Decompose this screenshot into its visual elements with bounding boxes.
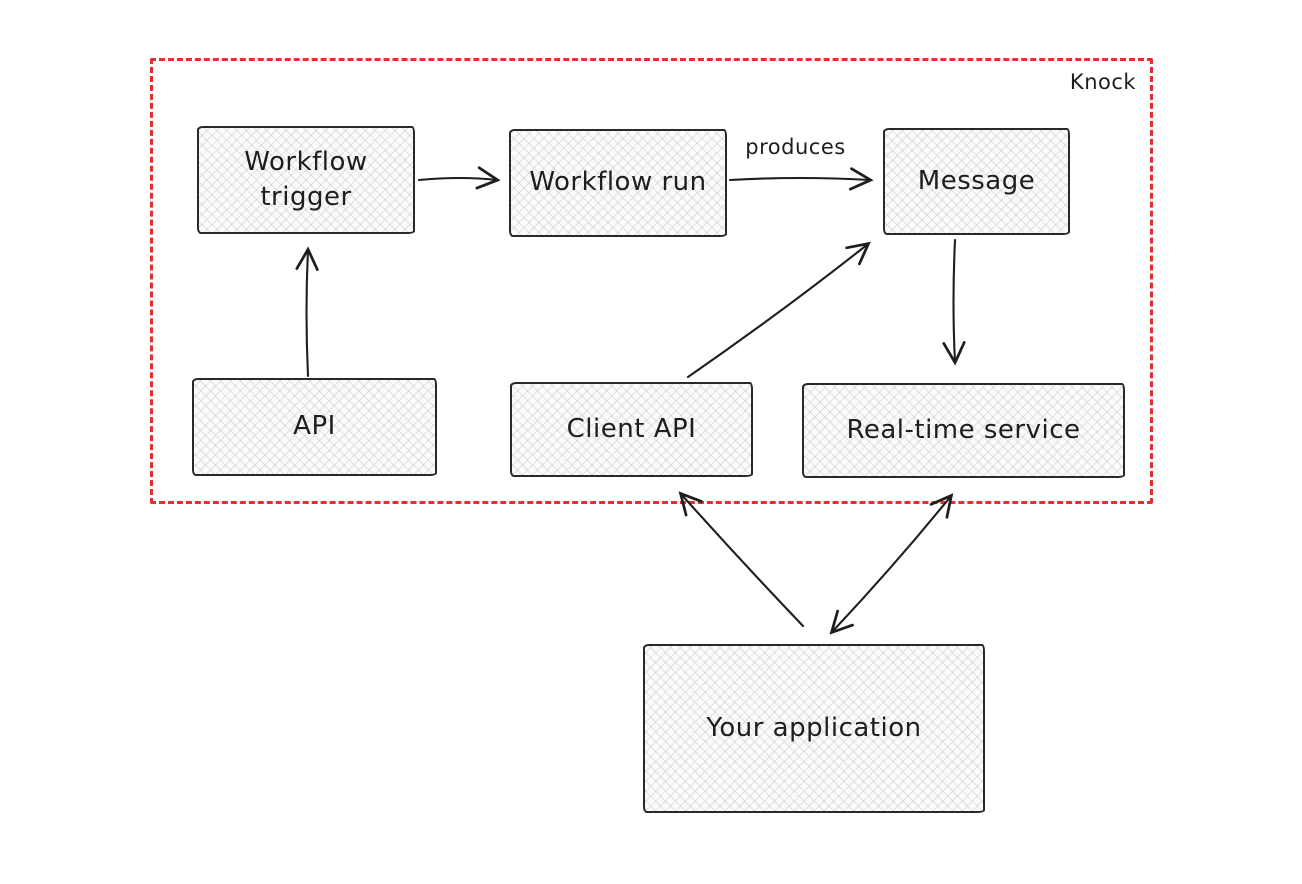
arrow-your-application-real-time-service-bidirectional xyxy=(829,493,954,635)
node-workflow-run: Workflow run xyxy=(509,129,727,237)
node-real-time-service: Real-time service xyxy=(802,383,1125,478)
node-api-label: API xyxy=(293,411,336,442)
node-workflow-run-label: Workflow run xyxy=(529,167,707,198)
node-workflow-trigger-label: Workflow trigger xyxy=(244,146,368,212)
node-client-api-label: Client API xyxy=(566,413,697,444)
node-your-application-label: Your application xyxy=(706,712,922,743)
node-workflow-trigger: Workflow trigger xyxy=(197,126,415,234)
knock-container-label: Knock xyxy=(1069,70,1137,94)
node-api: API xyxy=(192,378,437,476)
knock-container-frame xyxy=(150,58,1153,504)
arrow-your-application-to-client-api xyxy=(678,491,805,628)
node-your-application: Your application xyxy=(643,644,985,813)
edge-label-produces: produces xyxy=(745,135,846,159)
node-real-time-service-label: Real-time service xyxy=(846,414,1081,445)
node-client-api: Client API xyxy=(510,382,753,477)
node-message: Message xyxy=(883,128,1070,235)
node-message-label: Message xyxy=(917,165,1036,196)
